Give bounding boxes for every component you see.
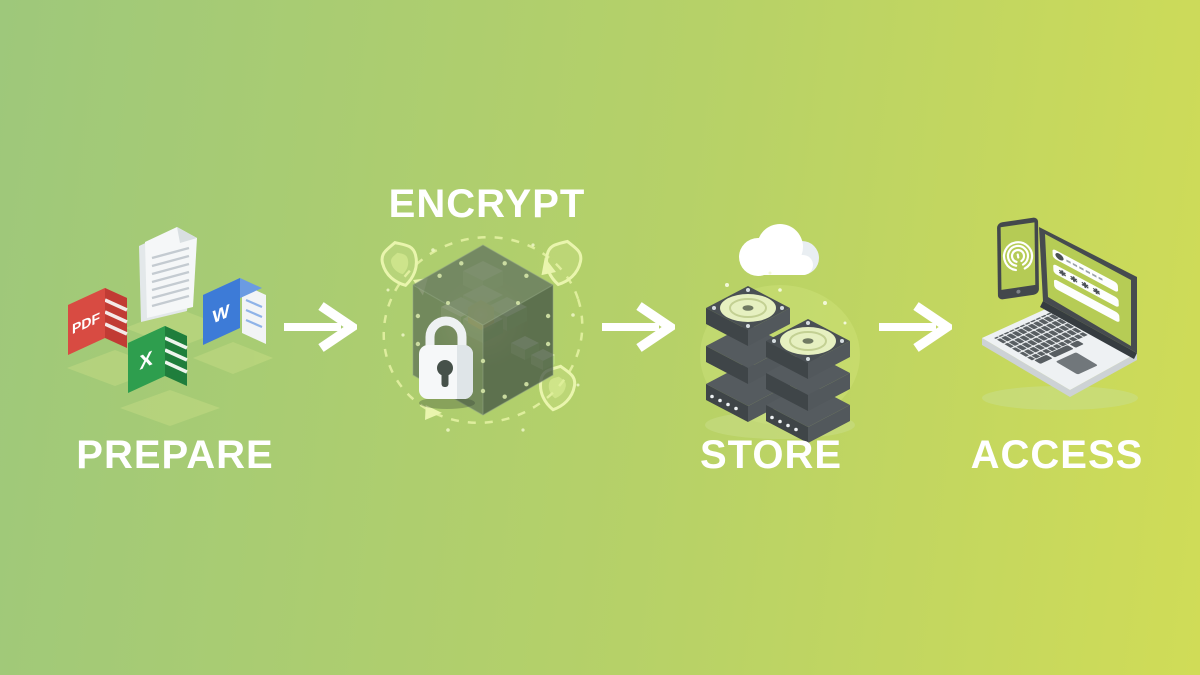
right-arrow-icon xyxy=(284,302,357,352)
laptop-screen: ✱✱✱✱ xyxy=(1039,227,1137,353)
fingerprint-icon xyxy=(1003,241,1034,272)
touchpad xyxy=(1056,352,1098,375)
stage-label-store: STORE xyxy=(699,433,843,477)
pdf-file-icon: PDF xyxy=(68,288,128,355)
stage-label-access: ACCESS xyxy=(970,433,1144,477)
laptop-base xyxy=(982,301,1137,397)
sparkle-dots xyxy=(386,243,580,432)
led-dots xyxy=(770,415,798,432)
user-avatar-icon xyxy=(1055,253,1064,261)
submit-bar xyxy=(1053,279,1120,322)
login-form: ✱✱✱✱ xyxy=(1052,249,1120,322)
paper-document-icon xyxy=(139,227,197,322)
laptop-fingerprint-login-icon: ✱✱✱✱ xyxy=(982,217,1138,410)
password-field xyxy=(1053,264,1119,307)
right-arrow-icon xyxy=(602,302,675,352)
drive-stack-right xyxy=(766,319,850,443)
stage-label-prepare: PREPARE xyxy=(76,433,274,477)
cloud-server-stack-icon xyxy=(700,224,860,443)
excel-file-icon: X xyxy=(128,326,188,393)
word-label: W xyxy=(213,300,230,328)
hinge xyxy=(1040,301,1137,359)
padlock-icon xyxy=(419,316,475,409)
cloud-icon xyxy=(739,224,819,276)
word-file-icon: W xyxy=(203,278,266,345)
led-dots xyxy=(710,394,738,411)
right-arrow-icon xyxy=(879,302,952,352)
ground-shadow xyxy=(982,386,1138,410)
encrypted-cube-padlock-icon xyxy=(380,235,584,432)
spacebar xyxy=(1049,345,1073,358)
keyboard xyxy=(994,312,1088,361)
username-field xyxy=(1052,249,1119,292)
stage-label-encrypt: ENCRYPT xyxy=(388,182,586,226)
fingerprint-tablet-icon xyxy=(997,217,1039,300)
file-documents-icon: PDF X xyxy=(67,227,273,426)
excel-label: X xyxy=(139,347,152,375)
shield-icons xyxy=(380,239,583,412)
